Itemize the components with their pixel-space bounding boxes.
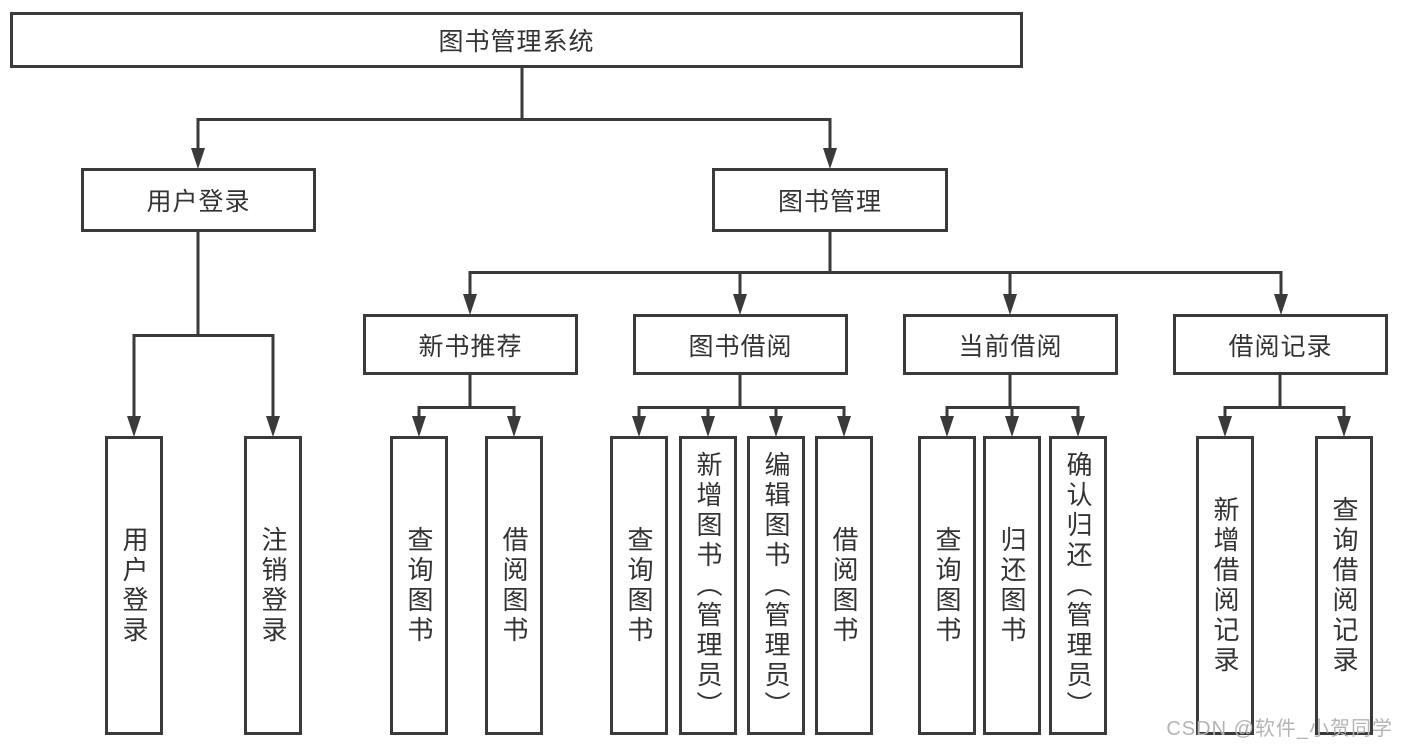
node-rec-borrow-books: 借阅图书 [485, 436, 543, 735]
node-root: 图书管理系统 [10, 12, 1023, 68]
watermark: CSDN @软件_小贺同学 [1166, 718, 1393, 740]
arrowheads [127, 148, 1351, 437]
node-borrow-records: 借阅记录 [1173, 314, 1388, 375]
node-book-borrow: 图书借阅 [633, 314, 848, 375]
node-logout: 注销登录 [244, 436, 302, 735]
node-rec-query-books: 查询图书 [390, 436, 448, 735]
node-current-confirm-return-admin: 确认归还（管理员） [1049, 436, 1107, 735]
node-borrow-query-books: 查询图书 [610, 436, 668, 735]
node-login: 用户登录 [105, 436, 163, 735]
node-borrow-borrow-books: 借阅图书 [815, 436, 873, 735]
node-current-query-books: 查询图书 [918, 436, 976, 735]
node-new-book-recommend: 新书推荐 [363, 314, 578, 375]
node-book-management: 图书管理 [712, 168, 948, 232]
node-records-query-record: 查询借阅记录 [1315, 436, 1373, 735]
node-current-borrow: 当前借阅 [903, 314, 1118, 375]
node-records-add-record: 新增借阅记录 [1196, 436, 1254, 735]
node-user-login-group: 用户登录 [81, 168, 316, 232]
node-borrow-add-books-admin: 新增图书（管理员） [679, 436, 737, 735]
node-borrow-edit-books-admin: 编辑图书（管理员） [747, 436, 805, 735]
node-current-return-books: 归还图书 [983, 436, 1041, 735]
